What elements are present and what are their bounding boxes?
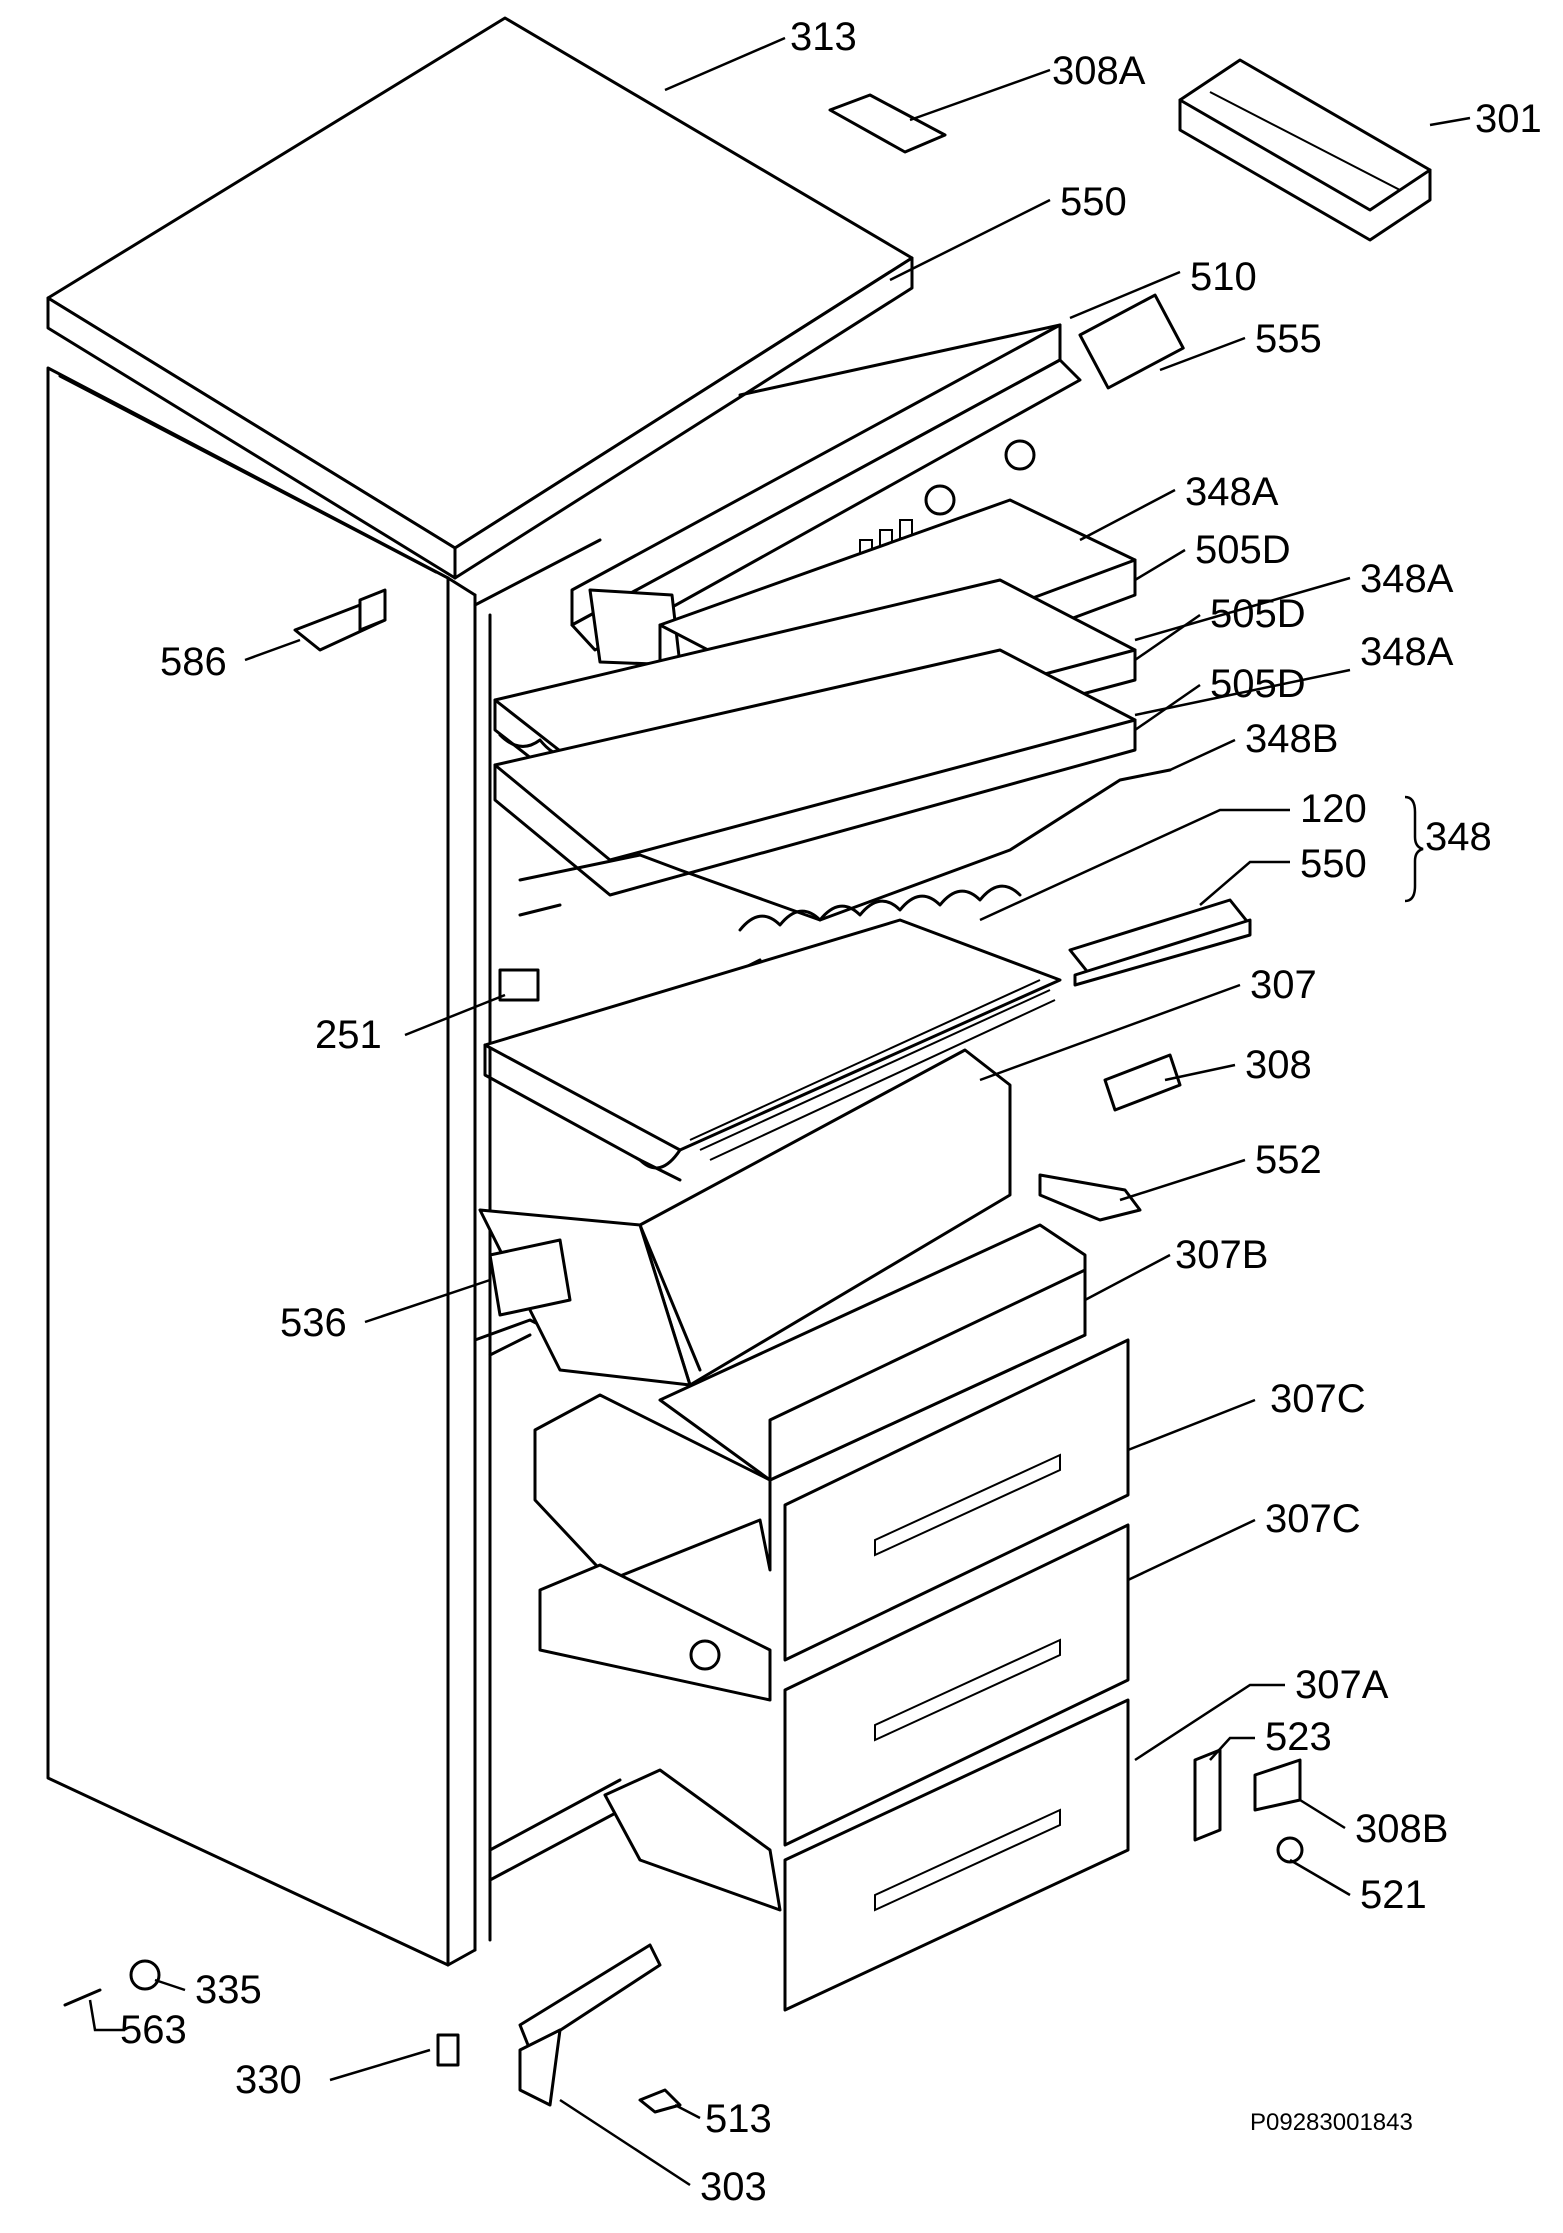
spacer-335 bbox=[129, 1959, 161, 1991]
label-550-side: 550 bbox=[1300, 842, 1367, 886]
label-335: 335 bbox=[195, 1968, 262, 2012]
foot-330 bbox=[436, 2033, 460, 2067]
clip-513 bbox=[638, 2088, 682, 2114]
label-308b: 308B bbox=[1355, 1807, 1448, 1851]
label-510: 510 bbox=[1190, 255, 1257, 299]
label-348a-2: 348A bbox=[1360, 557, 1454, 601]
thermostat-251 bbox=[498, 968, 540, 1002]
label-513: 513 bbox=[705, 2097, 772, 2141]
freezer-drawer-1 bbox=[533, 1338, 1130, 1662]
label-555: 555 bbox=[1255, 317, 1322, 361]
label-348b: 348B bbox=[1245, 717, 1338, 761]
glass-shelf-3 bbox=[493, 648, 1137, 897]
label-550-top: 550 bbox=[1060, 180, 1127, 224]
leader-lines bbox=[88, 36, 1471, 2187]
label-307a: 307A bbox=[1295, 1663, 1389, 1707]
kick-plate bbox=[518, 1943, 662, 2107]
label-505d-1: 505D bbox=[1195, 528, 1291, 572]
label-308: 308 bbox=[1245, 1043, 1312, 1087]
label-552: 552 bbox=[1255, 1138, 1322, 1182]
label-313: 313 bbox=[790, 15, 857, 59]
ice-tray bbox=[1178, 58, 1432, 242]
label-505d-2: 505D bbox=[1210, 592, 1306, 636]
bracket-586 bbox=[293, 588, 387, 652]
callout-labels: 313 308A 301 550 510 555 348A 505D 348A … bbox=[120, 15, 1542, 2209]
cabinet-body bbox=[46, 366, 642, 1967]
hinge-cover-552 bbox=[1038, 1173, 1142, 1222]
label-301: 301 bbox=[1475, 97, 1542, 141]
freezer-drawer-2 bbox=[538, 1523, 1130, 1847]
label-348: 348 bbox=[1425, 815, 1492, 859]
hinge-308a bbox=[828, 93, 947, 154]
label-251: 251 bbox=[315, 1013, 382, 1057]
panel-120 bbox=[1068, 898, 1252, 987]
drawer-307b bbox=[658, 1223, 1087, 1482]
label-330: 330 bbox=[235, 2058, 302, 2102]
freezer-drawer-3 bbox=[603, 1698, 1130, 2012]
label-536: 536 bbox=[280, 1301, 347, 1345]
control-panel bbox=[570, 293, 1185, 667]
label-120: 120 bbox=[1300, 787, 1367, 831]
label-521: 521 bbox=[1360, 1873, 1427, 1917]
divider-536 bbox=[488, 1238, 572, 1317]
label-505d-3: 505D bbox=[1210, 662, 1306, 706]
label-307c-2: 307C bbox=[1265, 1497, 1361, 1541]
pin-563 bbox=[63, 1988, 102, 2007]
drawing-code: P09283001843 bbox=[1250, 2109, 1413, 2136]
label-303: 303 bbox=[700, 2165, 767, 2209]
label-523: 523 bbox=[1265, 1715, 1332, 1759]
hinge-308 bbox=[1103, 1053, 1182, 1112]
label-307: 307 bbox=[1250, 963, 1317, 1007]
label-586: 586 bbox=[160, 640, 227, 684]
label-308a: 308A bbox=[1052, 49, 1146, 93]
crisper-cover bbox=[483, 918, 1062, 1182]
label-307c-1: 307C bbox=[1270, 1377, 1366, 1421]
cabinet-top-cover bbox=[46, 16, 914, 580]
hinge-parts-lower bbox=[1193, 1748, 1304, 1864]
label-348a-1: 348A bbox=[1185, 470, 1279, 514]
label-307b: 307B bbox=[1175, 1233, 1268, 1277]
label-563: 563 bbox=[120, 2008, 187, 2052]
label-348a-3: 348A bbox=[1360, 630, 1454, 674]
